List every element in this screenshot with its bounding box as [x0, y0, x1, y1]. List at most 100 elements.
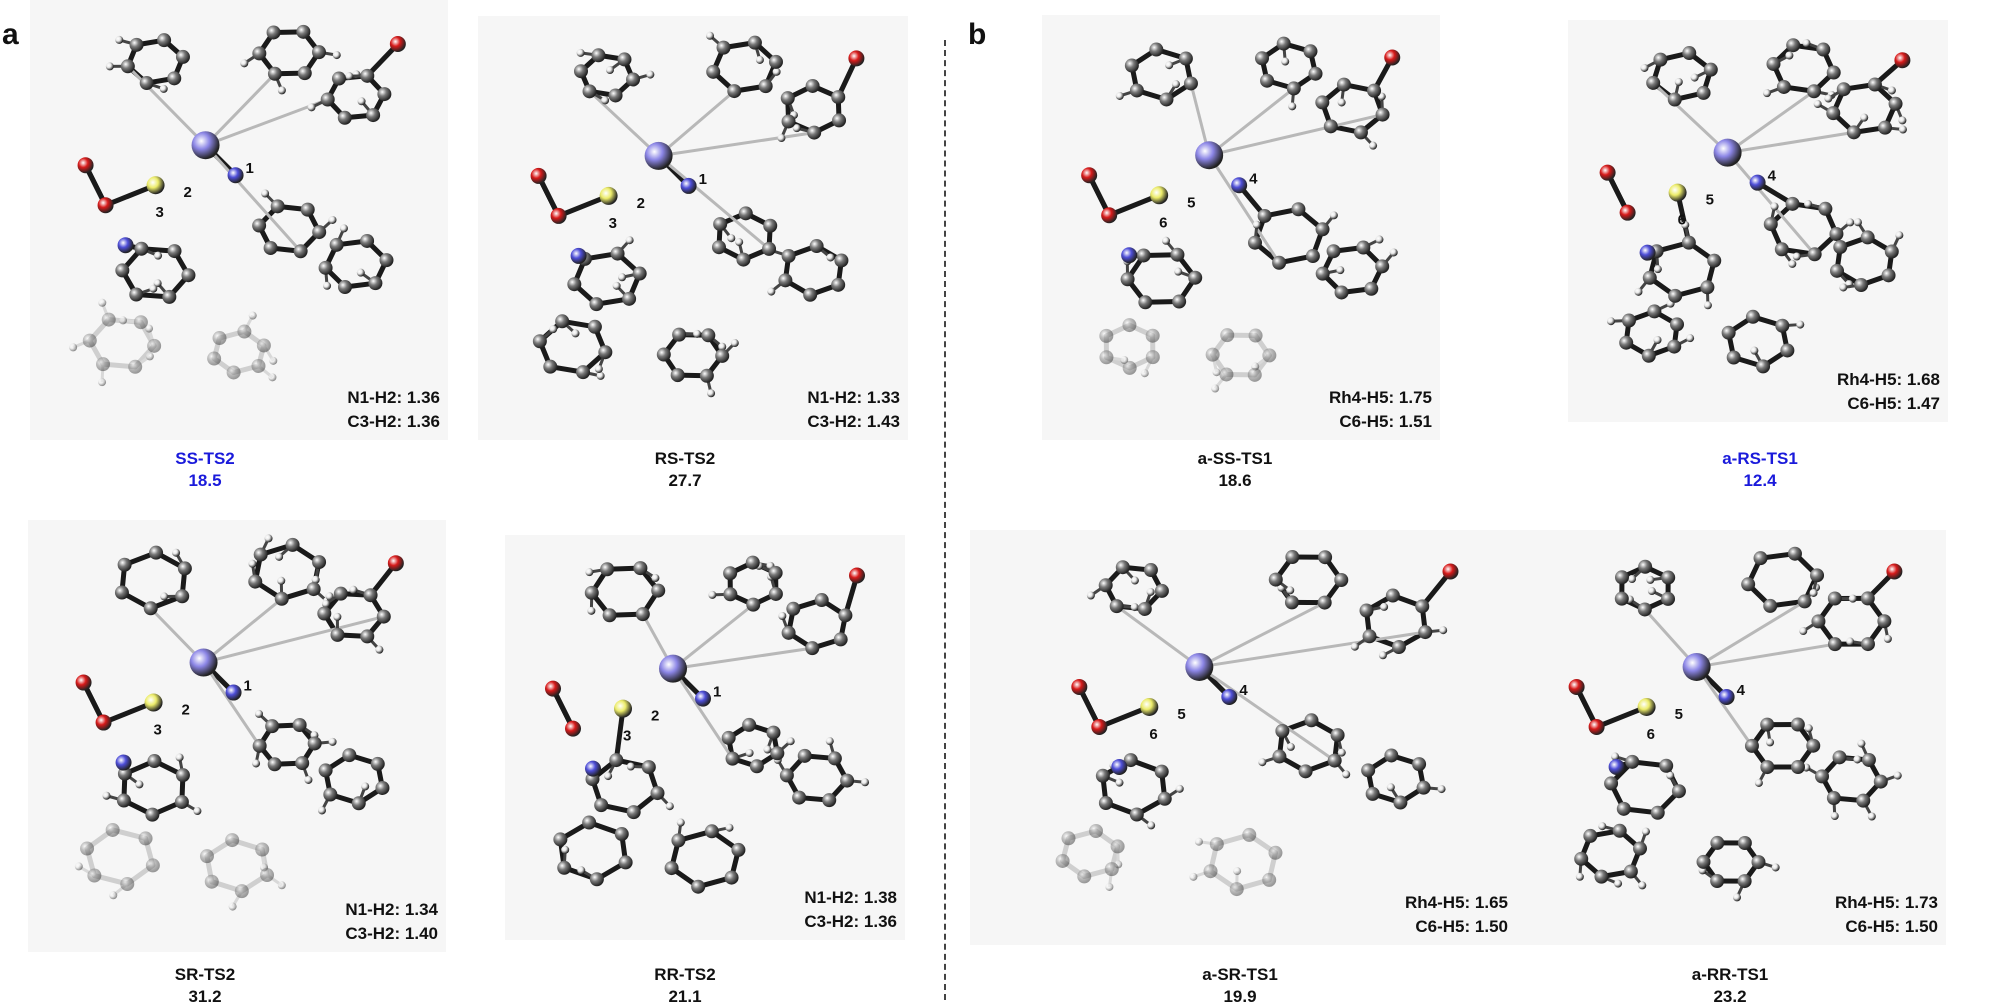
c-atom	[691, 880, 705, 894]
c-atom	[723, 587, 737, 601]
hydrogen-atom	[1375, 236, 1383, 244]
c-atom	[1668, 93, 1682, 107]
c-atom	[727, 84, 741, 98]
atom-number-label: 4	[1737, 682, 1746, 699]
c-atom	[268, 67, 282, 81]
rh-atom	[645, 142, 673, 170]
n-atom	[1221, 689, 1237, 705]
c-atom	[102, 313, 116, 327]
c-atom	[175, 589, 189, 603]
hydrogen-atom	[176, 753, 184, 761]
c-atom	[1682, 46, 1696, 60]
c-atom	[651, 786, 665, 800]
c-atom	[130, 38, 144, 52]
c-atom	[1331, 728, 1345, 742]
c-atom	[723, 566, 737, 580]
c-atom	[147, 339, 161, 353]
o-atom	[1442, 564, 1458, 580]
c-atom	[1746, 310, 1760, 324]
n-atom	[1121, 247, 1137, 263]
c-atom	[1798, 594, 1812, 608]
c-atom	[1138, 295, 1152, 309]
c-atom	[115, 263, 129, 277]
structure-name: SS-TS2	[55, 448, 355, 470]
c-atom	[1155, 584, 1169, 598]
hydrogen-atom	[375, 646, 383, 654]
c-atom	[96, 357, 110, 371]
c-atom	[805, 641, 819, 655]
c-atom	[717, 41, 731, 55]
caption: a-SS-TS1 18.6	[1085, 448, 1385, 492]
c-atom	[178, 561, 192, 575]
c-atom	[1417, 781, 1431, 795]
hydrogen-atom	[229, 903, 237, 911]
hydrogen-atom	[1894, 772, 1902, 780]
c-atom	[375, 781, 389, 795]
hydrogen-atom	[109, 891, 117, 899]
c-atom	[264, 241, 278, 255]
hydrogen-atom	[149, 285, 157, 293]
structure-energy: 31.2	[55, 986, 355, 1008]
bond-distance-2: C3-H2: 1.43	[807, 410, 900, 434]
c-atom	[301, 203, 315, 217]
c-atom	[1861, 230, 1875, 244]
c-atom	[167, 71, 181, 85]
c-atom	[1258, 209, 1272, 223]
c-atom	[1861, 591, 1875, 605]
hydrogen-atom	[98, 299, 106, 307]
hydrogen-atom	[75, 862, 83, 870]
c-atom	[1661, 571, 1675, 585]
c-atom	[1697, 86, 1711, 100]
c-atom	[377, 610, 391, 624]
c-atom	[1833, 750, 1847, 764]
caption: a-RR-TS1 23.2	[1580, 964, 1880, 1008]
bond-distance-1: Rh4-H5: 1.75	[1329, 386, 1432, 410]
c-atom	[1826, 106, 1840, 120]
hydrogen-atom	[1147, 821, 1155, 829]
c-atom	[1806, 739, 1820, 753]
c-atom	[145, 808, 159, 822]
c-atom	[134, 242, 148, 256]
structure-energy: 18.5	[55, 470, 355, 492]
hydrogen-atom	[1654, 265, 1662, 273]
c-atom	[294, 244, 308, 258]
c-atom	[780, 768, 794, 782]
atom-number-label: 5	[1706, 192, 1714, 209]
hydrogen-atom	[1338, 98, 1346, 106]
c-atom	[1366, 787, 1380, 801]
c-atom	[1303, 44, 1317, 58]
hydrogen-atom	[103, 792, 111, 800]
hydrogen-atom	[777, 134, 785, 142]
hydrogen-atom	[361, 782, 369, 790]
hydrogen-atom	[1755, 779, 1763, 787]
c-atom	[1697, 855, 1711, 869]
c-atom	[1230, 882, 1244, 896]
c-atom	[807, 126, 821, 140]
n-atom	[118, 237, 134, 253]
s-atom	[1669, 184, 1687, 202]
c-atom	[1811, 614, 1825, 628]
c-atom	[1144, 563, 1158, 577]
c-atom	[1099, 350, 1113, 364]
hydrogen-atom	[1439, 626, 1447, 634]
hydrogen-atom	[1147, 588, 1155, 596]
c-atom	[642, 760, 656, 774]
molecule-model: 456	[1042, 15, 1440, 440]
hydrogen-atom	[1868, 813, 1876, 821]
c-atom	[1392, 640, 1406, 654]
hydrogen-atom	[708, 591, 716, 599]
c-atom	[567, 277, 581, 291]
n-atom	[1609, 759, 1625, 775]
hydrogen-atom	[1642, 828, 1650, 836]
c-atom	[366, 108, 380, 122]
c-atom	[338, 111, 352, 125]
atom-number-label: 5	[1187, 194, 1195, 211]
n-atom	[695, 691, 711, 707]
hydrogen-atom	[1857, 740, 1865, 748]
rh-atom	[192, 131, 220, 159]
hydrogen-atom	[1253, 221, 1261, 229]
c-atom	[251, 359, 265, 373]
